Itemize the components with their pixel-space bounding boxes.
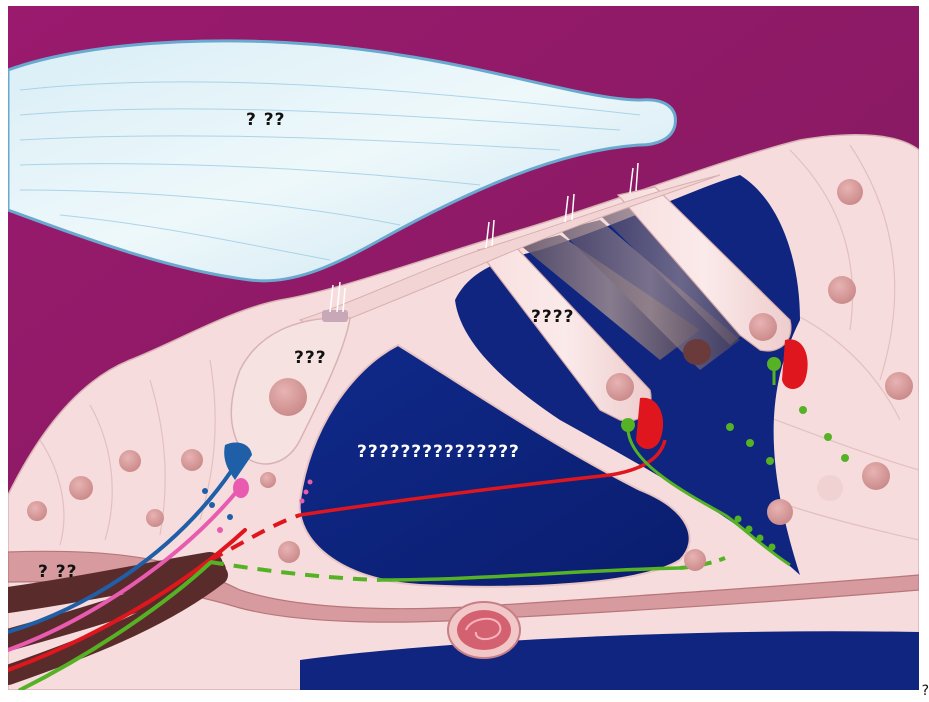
label-basilar-membrane: ? ??: [38, 564, 78, 581]
label-inner-hair-cell: ???: [294, 350, 327, 367]
corner-mark: ?: [922, 684, 929, 698]
spiral-vessel: [448, 602, 520, 658]
label-tectorial-membrane: ? ??: [246, 112, 286, 129]
label-outer-hair-cells: ????: [531, 309, 574, 326]
label-tunnel-of-corti: ???????????????: [357, 444, 520, 461]
